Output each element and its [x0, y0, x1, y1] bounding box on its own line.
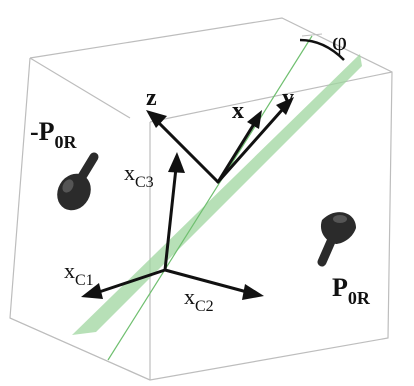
z-label: z: [146, 85, 157, 111]
cube-edge-front-top: [149, 71, 393, 123]
left-dipole-highlight: [62, 179, 74, 193]
x-arrowhead: [247, 110, 262, 129]
green-plane: [72, 54, 362, 335]
p-right-label: P0R: [332, 273, 371, 308]
z-arrowhead: [146, 110, 167, 128]
cube-wireframe: [9, 17, 393, 381]
p-left-label: -P0R: [30, 117, 78, 152]
xc3-label-main: x: [124, 160, 135, 185]
p-right-label-sub: 0R: [348, 288, 371, 308]
cube-edge-bottom: [9, 317, 151, 381]
z-axis-line: [156, 120, 220, 184]
phi-arc: [299, 38, 345, 61]
xc1-label-sub: C1: [75, 272, 94, 289]
p-left-label-sub: 0R: [55, 132, 78, 152]
phi-label: φ: [332, 27, 347, 56]
xc2-label-sub: C2: [195, 298, 214, 315]
p-right-label-main: P: [332, 273, 348, 302]
xc3-arrowhead: [168, 152, 185, 173]
y-label: y: [282, 85, 294, 111]
x-label: x: [232, 98, 244, 124]
xc1-label: xC1: [64, 258, 94, 289]
xc2-axis-line: [163, 268, 249, 294]
xc3-label: xC3: [124, 160, 154, 191]
xc3-label-sub: C3: [135, 174, 154, 191]
y-arrowhead: [276, 97, 294, 115]
xc2-arrowhead: [242, 284, 264, 300]
xc1-axis-line: [94, 268, 167, 295]
y-axis-line: [216, 108, 284, 184]
xc2-label: xC2: [184, 284, 214, 315]
crystal-axes: [81, 152, 264, 300]
right-dipole-head: [320, 212, 356, 244]
xc1-label-main: x: [64, 258, 75, 283]
p-left-label-main: -P: [30, 117, 55, 146]
right-dipole-icon: [317, 212, 356, 267]
phi-reference-line: [301, 33, 323, 37]
left-dipole-head: [57, 173, 91, 211]
rotated-axes: [146, 97, 294, 184]
left-dipole-icon: [57, 152, 99, 211]
cube-edge-back: [29, 57, 131, 119]
xc2-label-main: x: [184, 284, 195, 309]
plane-edge-line: [107, 35, 313, 361]
right-dipole-highlight: [333, 215, 347, 223]
xc1-arrowhead: [81, 283, 103, 299]
xc3-axis-line: [163, 166, 178, 272]
x-axis-line: [216, 122, 256, 184]
